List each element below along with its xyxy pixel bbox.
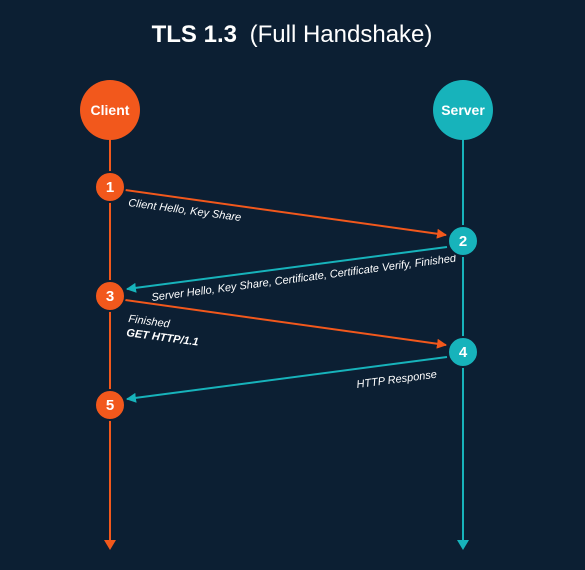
step-5: 5 [94, 389, 126, 421]
title-bold: TLS 1.3 [152, 21, 237, 48]
step-4-number: 4 [459, 344, 468, 361]
message-label-1: Client Hello, Key Share [128, 197, 242, 224]
message-arrow-1-2 [124, 189, 447, 239]
step-1-number: 1 [106, 179, 114, 196]
server-label: Server [441, 102, 485, 118]
step-2-number: 2 [459, 233, 467, 250]
message-label-3a: Finished [128, 313, 172, 331]
step-5-number: 5 [106, 397, 114, 414]
diagram-title: TLS 1.3 (Full Handshake) [152, 21, 433, 48]
server-node: Server [433, 80, 493, 140]
step-4: 4 [447, 336, 479, 368]
message-arrow-2-3 [126, 246, 448, 293]
title-light: (Full Handshake) [250, 21, 433, 48]
message-label-3b: GET HTTP/1.1 [126, 327, 200, 349]
message-label-2: Server Hello, Key Share, Certificate, Ce… [151, 252, 458, 304]
message-label-4: HTTP Response [356, 369, 438, 391]
client-node: Client [80, 80, 140, 140]
client-lifeline-arrowhead [104, 540, 116, 550]
step-1: 1 [94, 171, 126, 203]
client-label: Client [91, 102, 130, 118]
message-arrow-3-4 [124, 299, 447, 349]
message-arrow-4-5 [126, 356, 448, 403]
server-lifeline-arrowhead [457, 540, 469, 550]
step-3: 3 [94, 280, 126, 312]
step-2: 2 [447, 225, 479, 257]
step-3-number: 3 [106, 288, 114, 305]
